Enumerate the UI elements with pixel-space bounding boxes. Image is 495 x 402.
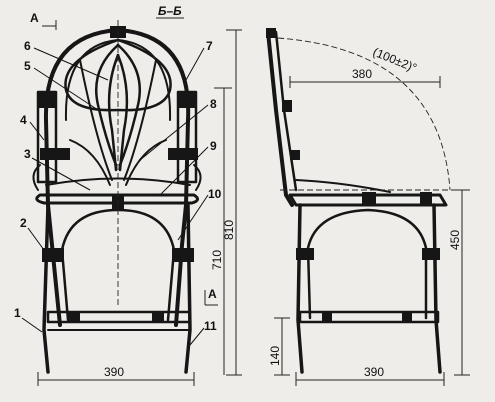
front-stretcher: [46, 310, 192, 324]
front-dimensions: 390 810 710: [37, 29, 242, 386]
dim-seat-depth: 380: [352, 67, 372, 81]
side-seat: [288, 193, 448, 207]
part-label-8: 8: [210, 97, 217, 111]
part-label-4: 4: [20, 113, 27, 127]
side-back-leg: [296, 203, 304, 374]
part-leaders: [21, 47, 209, 346]
back-angle-arc: [277, 37, 451, 191]
dim-height-rail: 140: [268, 346, 282, 366]
front-right-leg: [184, 203, 192, 374]
front-view: А Б–Б: [14, 4, 242, 386]
side-leg-arch: [306, 208, 428, 320]
dim-front-width: 390: [104, 365, 124, 379]
part-labels: 1 2 3 4 5 6 7 8 9 10 11: [14, 39, 222, 333]
side-back-post-outer: [266, 30, 294, 207]
side-dimensions: 380 390 450 140: [268, 67, 470, 386]
dim-height-arm: 450: [448, 230, 462, 250]
seat-rail: [35, 193, 199, 205]
part-label-1: 1: [14, 306, 21, 320]
part-label-2: 2: [20, 216, 27, 230]
part-label-3: 3: [24, 147, 31, 161]
side-stretcher: [298, 310, 440, 324]
part-label-10: 10: [208, 187, 222, 201]
side-view: (100±2)° 380 390 450 140: [266, 28, 470, 386]
side-front-leg: [432, 203, 442, 374]
part-label-5: 5: [24, 59, 31, 73]
part-label-11: 11: [204, 319, 217, 333]
section-title: Б–Б: [158, 4, 182, 18]
front-left-leg: [42, 203, 50, 374]
dim-height-seat: 710: [210, 250, 224, 270]
part-label-9: 9: [210, 139, 217, 153]
section-marker-top: А: [30, 11, 39, 25]
dim-height-total: 810: [222, 220, 236, 240]
part-label-6: 6: [24, 39, 31, 53]
dim-back-angle: (100±2)°: [371, 45, 419, 75]
part-label-7: 7: [206, 39, 213, 53]
section-marker-bottom: A: [208, 287, 217, 301]
dim-side-width: 390: [364, 365, 384, 379]
